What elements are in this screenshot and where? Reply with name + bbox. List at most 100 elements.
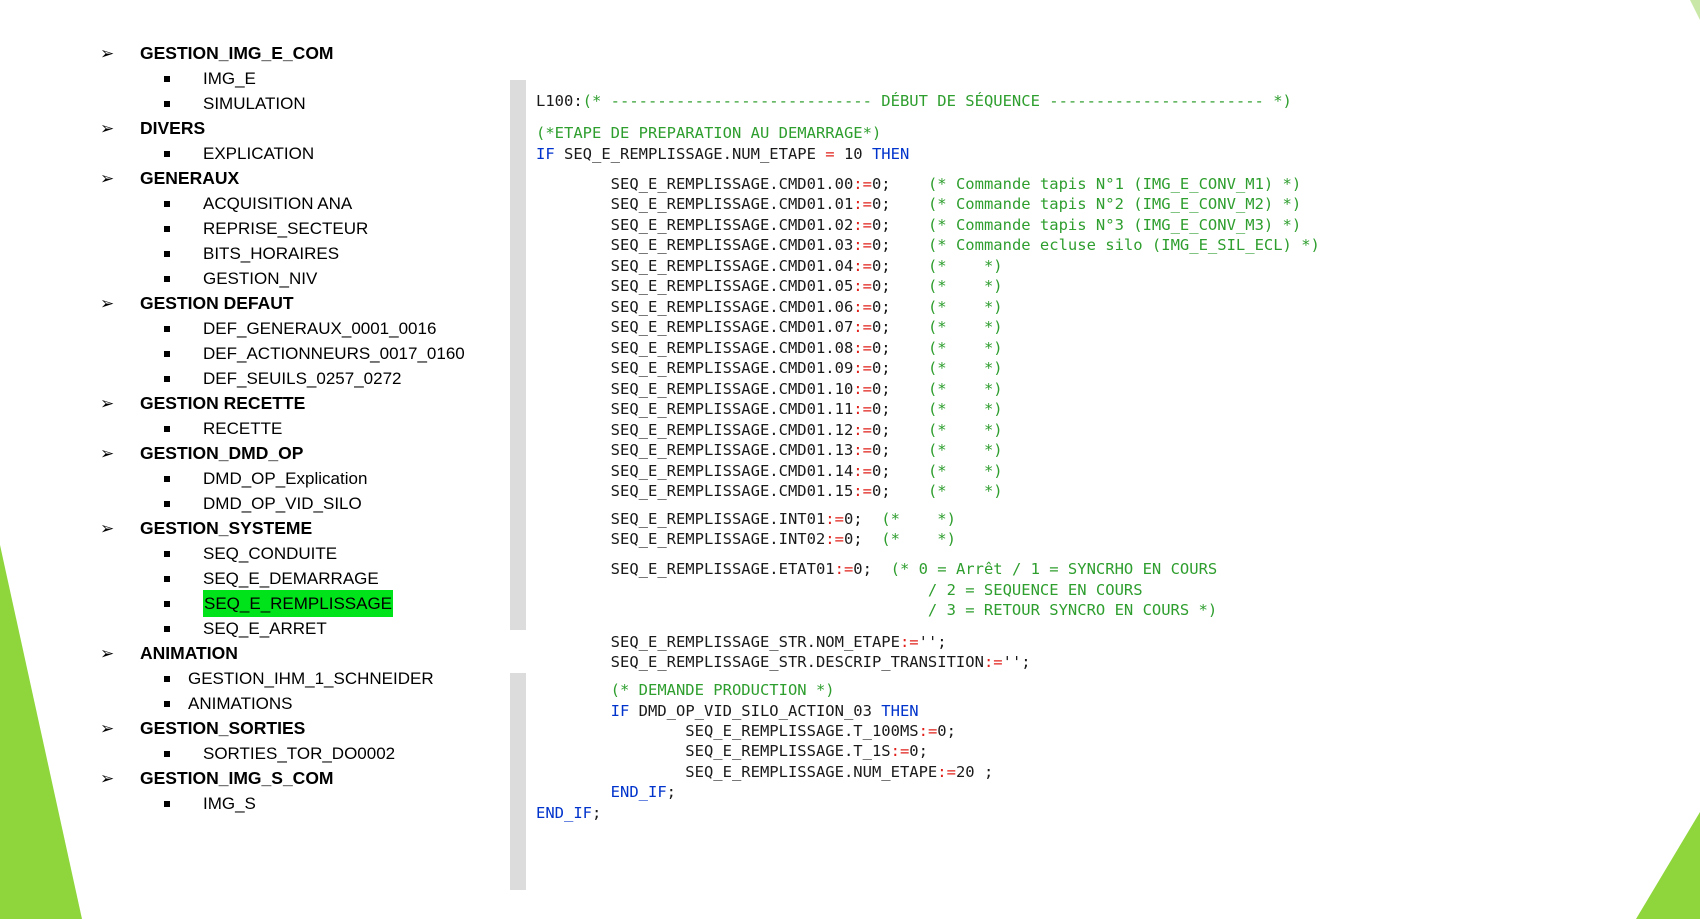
code-line: SEQ_E_REMPLISSAGE.CMD01.08:=0; (* *) <box>536 338 1003 358</box>
code-line: SEQ_E_REMPLISSAGE.NUM_ETAPE:=20 ; <box>536 762 993 782</box>
code-text: 0; <box>871 216 928 234</box>
tree-item-label: SEQ_E_ARRET <box>203 619 327 638</box>
code-operator: := <box>853 175 872 193</box>
code-comment: (* DEMANDE PRODUCTION *) <box>536 681 835 699</box>
code-text: 0; <box>871 277 928 295</box>
code-text: 0; <box>871 318 928 336</box>
code-text: SEQ_E_REMPLISSAGE.INT02 <box>536 530 826 548</box>
tree-item-label: IMG_E <box>203 69 256 88</box>
code-text: 0; <box>871 175 928 193</box>
code-line: SEQ_E_REMPLISSAGE.CMD01.11:=0; (* *) <box>536 399 1003 419</box>
tree-item-label: BITS_HORAIRES <box>203 244 340 263</box>
code-text: SEQ_E_REMPLISSAGE.NUM_ETAPE <box>536 763 938 781</box>
arrow-bullet-icon: ➢ <box>100 519 115 538</box>
code-comment: (* *) <box>881 530 956 548</box>
arrow-bullet-icon: ➢ <box>100 294 115 313</box>
code-text: 0; <box>871 298 928 316</box>
code-line: SEQ_E_REMPLISSAGE.CMD01.10:=0; (* *) <box>536 379 1003 399</box>
arrow-bullet-icon: ➢ <box>100 444 115 463</box>
code-operator: := <box>853 380 872 398</box>
code-text: L100: <box>536 92 583 110</box>
square-bullet-icon <box>164 426 170 432</box>
square-bullet-icon <box>164 276 170 282</box>
square-bullet-icon <box>164 551 170 557</box>
code-text: SEQ_E_REMPLISSAGE.T_100MS <box>536 722 919 740</box>
code-operator: := <box>853 421 872 439</box>
code-text: 0; <box>871 462 928 480</box>
square-bullet-icon <box>164 251 170 257</box>
code-line: SEQ_E_REMPLISSAGE.CMD01.05:=0; (* *) <box>536 276 1003 296</box>
code-text: 20 ; <box>955 763 994 781</box>
code-text: SEQ_E_REMPLISSAGE.CMD01.06 <box>536 298 854 316</box>
code-operator: := <box>825 510 844 528</box>
code-text: SEQ_E_REMPLISSAGE_STR.DESCRIP_TRANSITION <box>536 653 984 671</box>
code-operator: := <box>918 722 938 740</box>
code-text: ; <box>666 783 676 801</box>
code-text: SEQ_E_REMPLISSAGE.CMD01.08 <box>536 339 854 357</box>
square-bullet-icon <box>164 751 170 757</box>
code-operator: := <box>983 653 1003 671</box>
square-bullet-icon <box>164 376 170 382</box>
code-text: 0; <box>871 380 928 398</box>
code-text: SEQ_E_REMPLISSAGE.CMD01.11 <box>536 400 854 418</box>
code-keyword: END_IF <box>536 804 592 822</box>
tree-category-label: GESTION DEFAUT <box>140 293 294 313</box>
code-line: SEQ_E_REMPLISSAGE.CMD01.06:=0; (* *) <box>536 297 1003 317</box>
code-operator: := <box>853 441 872 459</box>
code-comment: (*ETAPE DE PREPARATION AU DEMARRAGE*) <box>536 124 882 142</box>
tree-item-label: DMD_OP_Explication <box>203 469 368 488</box>
code-text: 0; <box>853 560 891 578</box>
tree-item-label: IMG_S <box>203 794 256 813</box>
code-text: 0; <box>937 722 956 740</box>
code-line: / 3 = RETOUR SYNCRO EN COURS *) <box>536 600 1217 620</box>
code-comment: / 3 = RETOUR SYNCRO EN COURS *) <box>536 601 1218 619</box>
code-comment: (* *) <box>927 441 1003 459</box>
code-line: END_IF; <box>536 803 601 823</box>
code-text: SEQ_E_REMPLISSAGE.CMD01.04 <box>536 257 854 275</box>
square-bullet-icon <box>164 626 170 632</box>
code-comment: (* *) <box>927 400 1003 418</box>
code-text: ; <box>592 804 602 822</box>
tree-item-label: SEQ_E_DEMARRAGE <box>203 569 379 588</box>
code-comment: (* *) <box>927 277 1003 295</box>
square-bullet-icon <box>164 151 170 157</box>
arrow-bullet-icon: ➢ <box>100 169 115 188</box>
arrow-bullet-icon: ➢ <box>100 719 115 738</box>
code-text: 0; <box>871 339 928 357</box>
code-text <box>536 702 611 720</box>
code-operator: := <box>853 339 872 357</box>
code-text: 0; <box>871 195 928 213</box>
code-line: SEQ_E_REMPLISSAGE.CMD01.00:=0; (* Comman… <box>536 174 1302 194</box>
square-bullet-icon <box>164 601 170 607</box>
code-text: SEQ_E_REMPLISSAGE_STR.NOM_ETAPE <box>536 633 900 651</box>
tree-category-label: GESTION_SORTIES <box>140 718 306 738</box>
square-bullet-icon <box>164 226 170 232</box>
code-text: 0; <box>843 530 882 548</box>
code-line: SEQ_E_REMPLISSAGE_STR.NOM_ETAPE:=''; <box>536 632 947 652</box>
tree-category-label: DIVERS <box>140 118 206 138</box>
tree-item-label: SEQ_CONDUITE <box>203 544 338 563</box>
code-operator: := <box>853 277 872 295</box>
code-operator: := <box>853 482 872 500</box>
code-comment: (* *) <box>881 510 956 528</box>
tree-item-label: REPRISE_SECTEUR <box>203 219 369 238</box>
code-comment: (* 0 = Arrêt / 1 = SYNCRHO EN COURS <box>890 560 1218 578</box>
code-operator: := <box>853 462 872 480</box>
code-panel: L100:(* ---------------------------- DÉB… <box>510 80 1510 890</box>
code-line: END_IF; <box>536 782 676 802</box>
square-bullet-icon <box>164 476 170 482</box>
code-text: SEQ_E_REMPLISSAGE.CMD01.15 <box>536 482 854 500</box>
code-line: SEQ_E_REMPLISSAGE.CMD01.13:=0; (* *) <box>536 440 1003 460</box>
code-line: SEQ_E_REMPLISSAGE.T_100MS:=0; <box>536 721 956 741</box>
tree-item-label: SORTIES_TOR_DO0002 <box>203 744 396 763</box>
tree-category-label: GESTION_IMG_S_COM <box>140 768 334 788</box>
gutter-bar <box>510 673 526 890</box>
code-comment: (* Commande ecluse silo (IMG_E_SIL_ECL) … <box>927 236 1320 254</box>
code-comment: (* *) <box>927 380 1003 398</box>
code-line: / 2 = SEQUENCE EN COURS <box>536 580 1143 600</box>
code-comment: (* *) <box>927 339 1003 357</box>
square-bullet-icon <box>164 76 170 82</box>
code-line: SEQ_E_REMPLISSAGE.CMD01.01:=0; (* Comman… <box>536 194 1302 214</box>
code-line: SEQ_E_REMPLISSAGE.CMD01.09:=0; (* *) <box>536 358 1003 378</box>
code-text: SEQ_E_REMPLISSAGE.CMD01.02 <box>536 216 854 234</box>
